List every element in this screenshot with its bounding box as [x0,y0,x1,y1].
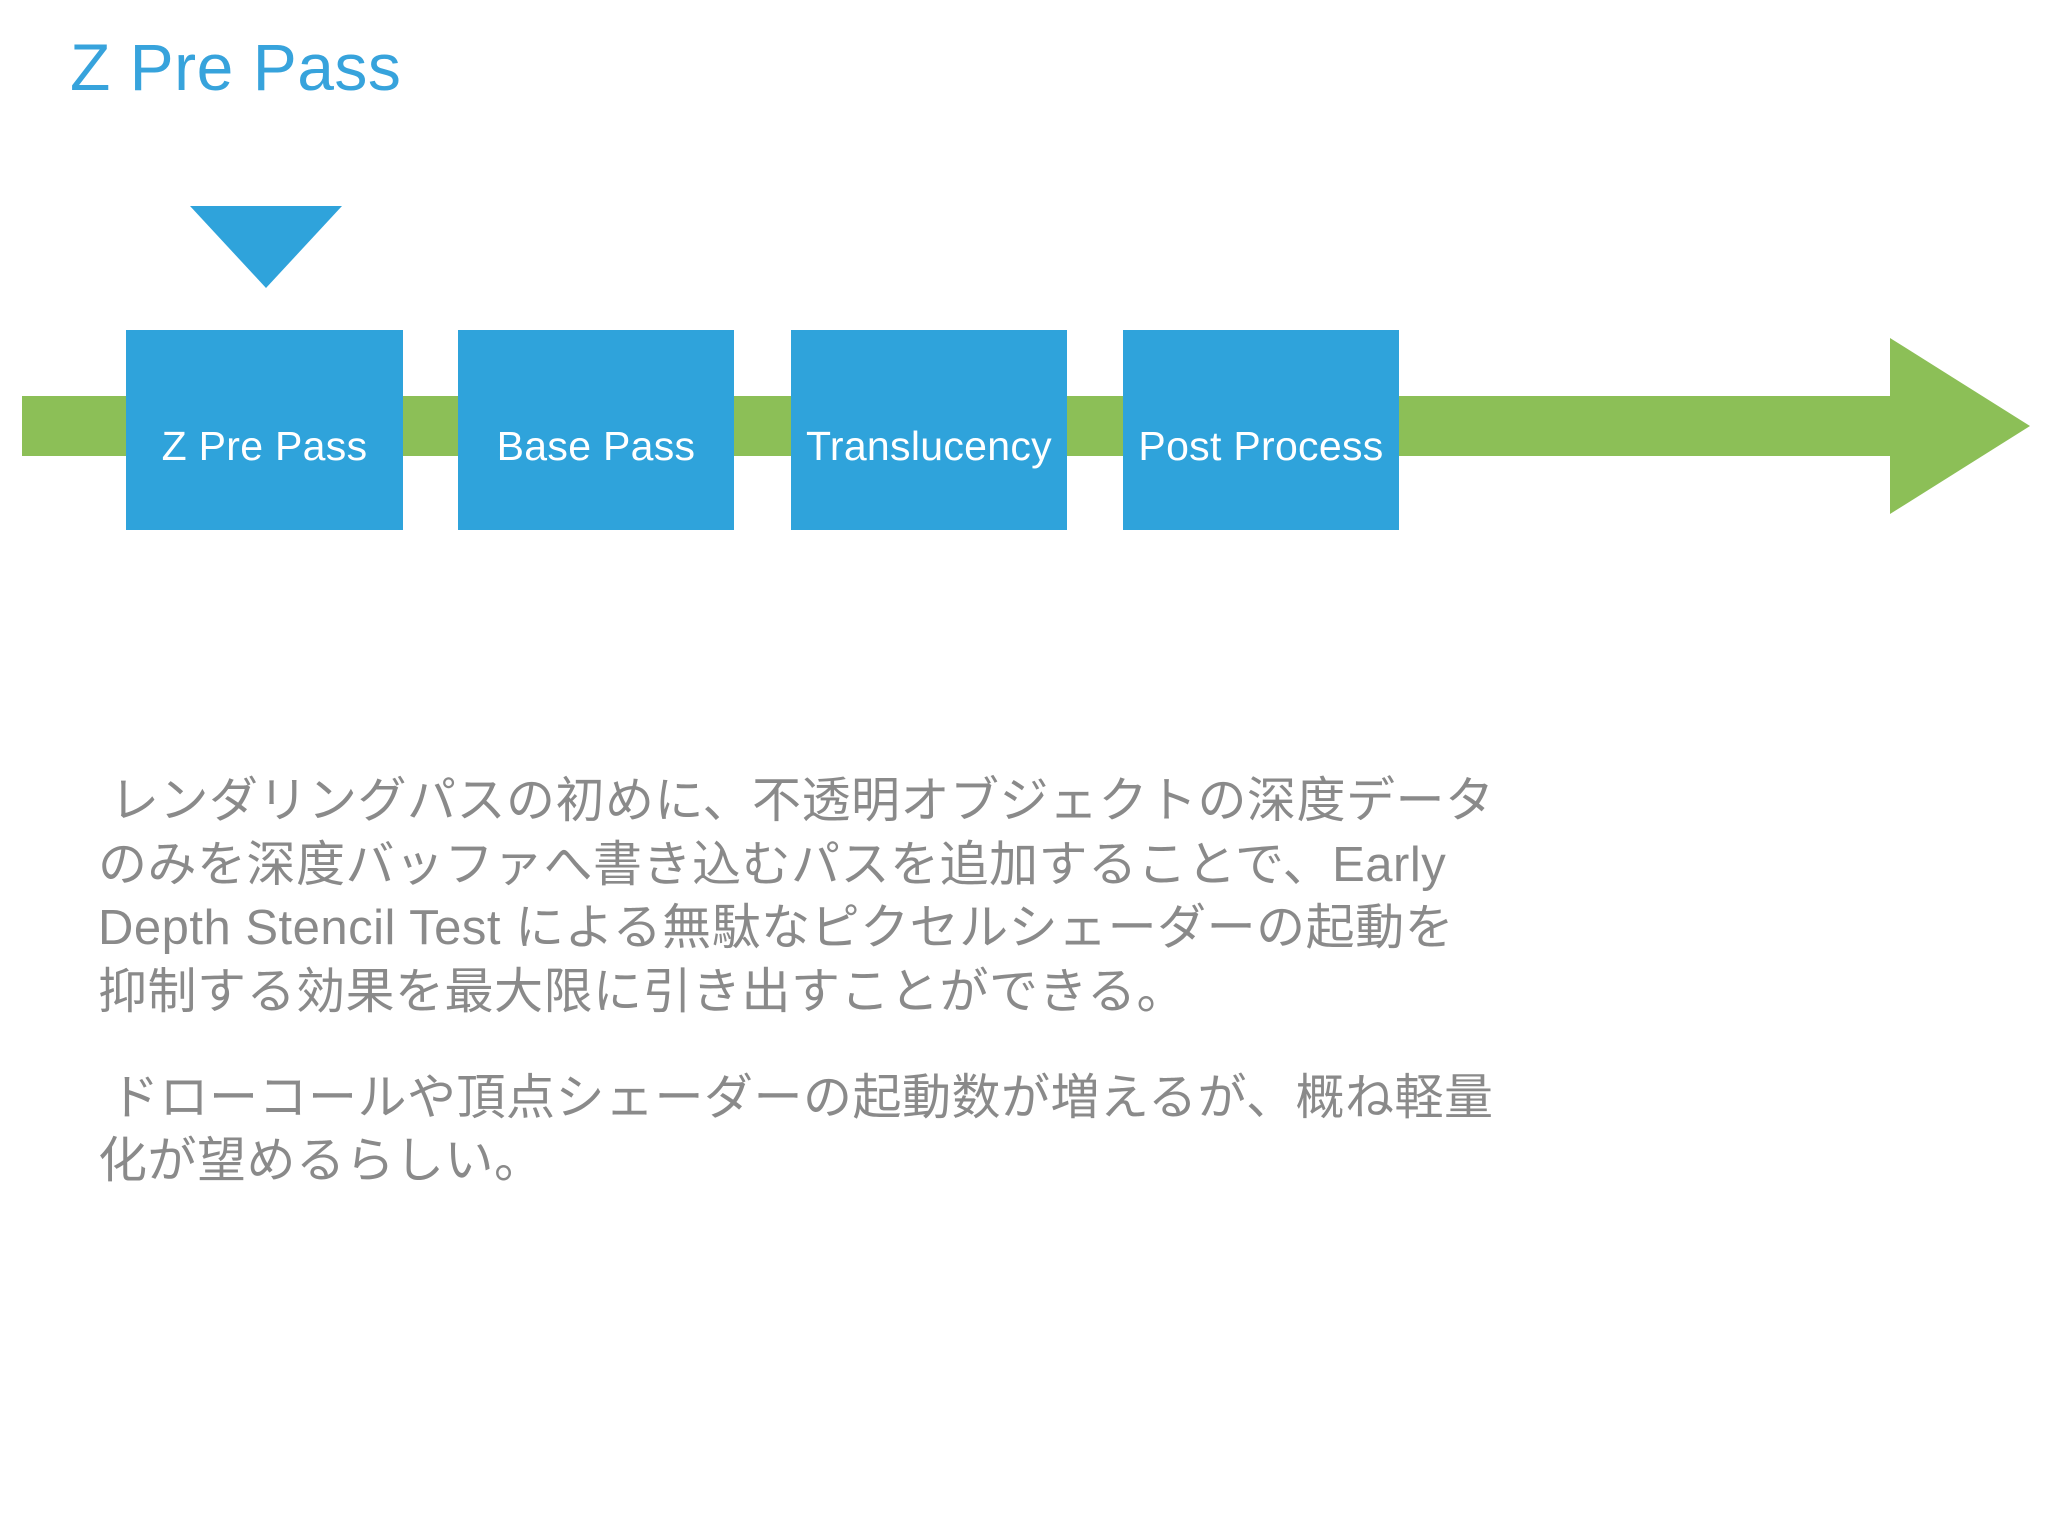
process-flow-diagram: Z Pre Pass Base Pass Translucency Post P… [0,190,2048,530]
stage-label: Post Process [1138,422,1384,469]
body-paragraph: レンダリングパスの初めに、不透明オブジェクトの深度データのみを深度バッファへ書き… [98,774,1495,1020]
page-title: Z Pre Pass [70,30,402,104]
process-arrow-head-icon [1890,338,2030,514]
body-paragraph: ドローコールや頂点シェーダーの起動数が増えるが、概ね軽量化が望めるらしい。 [98,1070,1494,1189]
stage-box-base-pass[interactable]: Base Pass [458,330,734,530]
stage-box-translucency[interactable]: Translucency [791,330,1067,530]
stage-label: Translucency [806,422,1052,469]
stage-box-z-pre-pass[interactable]: Z Pre Pass [126,330,403,530]
body-text-block: レンダリングパスの初めに、不透明オブジェクトの深度データのみを深度バッファへ書き… [98,770,1498,1194]
current-stage-marker-icon [190,206,342,288]
stage-label: Z Pre Pass [161,422,368,469]
stage-label: Base Pass [496,422,696,469]
stage-box-post-process[interactable]: Post Process [1123,330,1399,530]
